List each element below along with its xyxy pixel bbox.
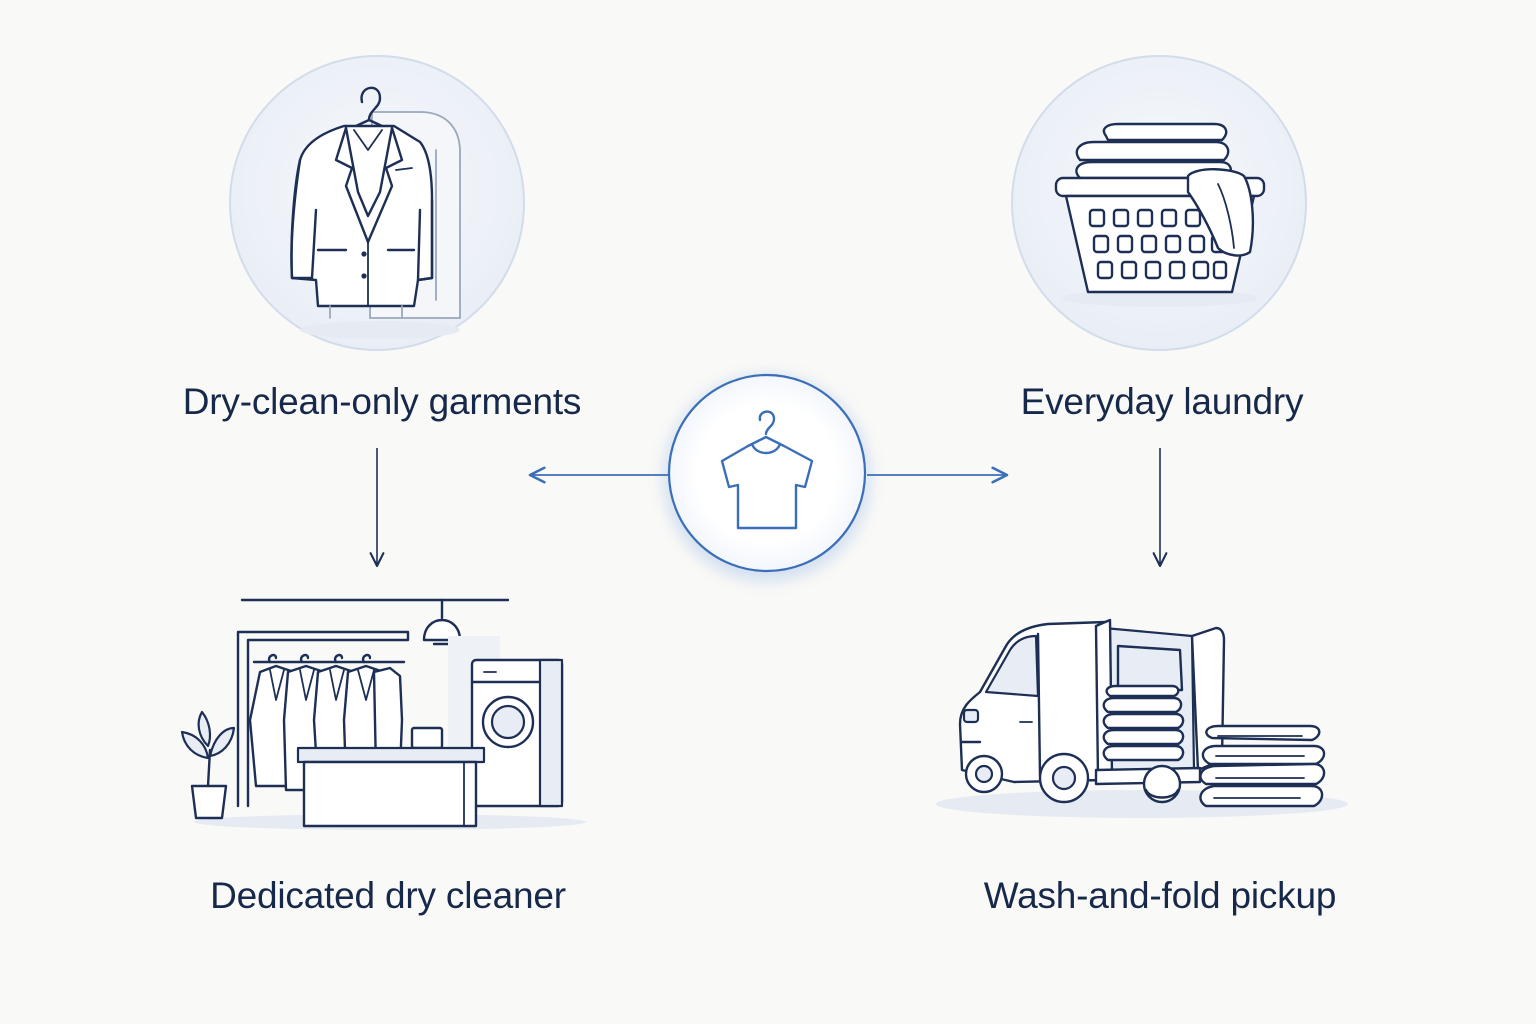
delivery-van-icon (958, 618, 1326, 808)
dedicated-dry-cleaner-node (180, 598, 586, 830)
dry-cleaner-shop-icon (180, 598, 564, 828)
dry-cleaner-destination-label: Dedicated dry cleaner (210, 875, 566, 916)
wash-and-fold-node (936, 618, 1348, 818)
wash-fold-destination-label: Wash-and-fold pickup (983, 875, 1337, 916)
everyday-node (1011, 55, 1307, 351)
center-node (663, 373, 871, 582)
folded-towel-stack (1199, 724, 1326, 808)
dry-clean-category-label: Dry-clean-only garments (182, 381, 582, 422)
laundry-basket-icon (1054, 122, 1266, 294)
everyday-category-label: Everyday laundry (1020, 381, 1304, 422)
hanger-tshirt-icon (720, 410, 814, 530)
suit-on-hanger-icon (290, 86, 461, 319)
dry-clean-node (229, 55, 525, 351)
